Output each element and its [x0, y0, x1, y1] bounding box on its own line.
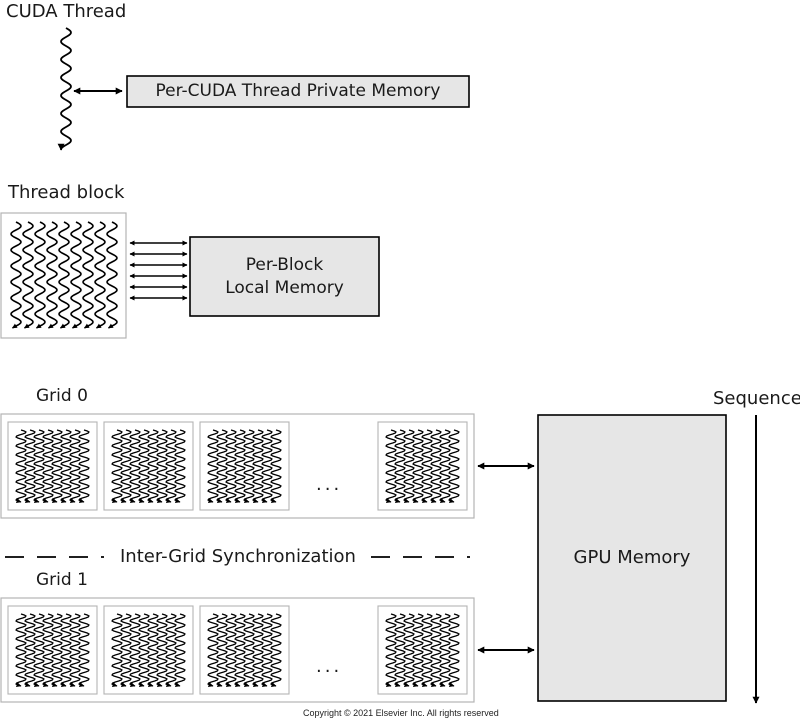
grid-thread-wave: [120, 429, 132, 504]
thread-wave: [57, 27, 72, 151]
block-thread-wave: [82, 221, 94, 329]
block-thread-wave: [10, 221, 22, 329]
grid-thread-wave: [403, 613, 415, 688]
block-thread-wave: [94, 221, 106, 329]
grid0-ellipsis: ...: [316, 474, 343, 495]
grid-thread-wave: [252, 429, 264, 504]
grid-thread-wave: [147, 613, 159, 688]
per-block-memory-box: [189, 236, 380, 317]
per-block-memory-line1: Per-Block: [245, 254, 324, 275]
grid-thread-wave: [111, 429, 123, 504]
grid-thread-wave: [174, 613, 186, 688]
grid-thread-wave: [261, 613, 273, 688]
grid0-blocks: [7, 421, 468, 511]
grid0-label: Grid 0: [36, 386, 88, 406]
grid-thread-wave: [111, 613, 123, 688]
gpu-memory-label: GPU Memory: [573, 546, 691, 568]
grid-thread-wave: [42, 613, 54, 688]
grid-thread-wave: [129, 613, 141, 688]
grid-thread-wave: [430, 429, 442, 504]
grid-thread-wave: [60, 429, 72, 504]
thread-block-title: Thread block: [8, 182, 125, 203]
block-thread-wave: [34, 221, 46, 329]
grid-thread-wave: [439, 429, 451, 504]
grid-thread-wave: [403, 429, 415, 504]
block-thread-wave: [70, 221, 82, 329]
grid-thread-wave: [394, 429, 406, 504]
grid-thread-wave: [270, 429, 282, 504]
grid-thread-wave: [261, 429, 273, 504]
sequence-label: Sequence: [713, 388, 800, 409]
block-thread-wave: [58, 221, 70, 329]
grid-thread-wave: [243, 613, 255, 688]
grid1-label: Grid 1: [36, 570, 88, 590]
grid-thread-wave: [165, 613, 177, 688]
per-block-memory-line2: Local Memory: [225, 277, 344, 298]
grid-thread-wave: [216, 429, 228, 504]
grid-thread-wave: [51, 613, 63, 688]
grid-thread-wave: [138, 613, 150, 688]
gpu-memory-box: [537, 414, 727, 702]
grid-thread-wave: [120, 613, 132, 688]
cuda-thread-title: CUDA Thread: [6, 1, 127, 22]
grid-thread-wave: [385, 429, 397, 504]
grid-thread-wave: [252, 613, 264, 688]
block-thread-wave: [46, 221, 58, 329]
grid1-ellipsis: ...: [316, 656, 343, 677]
per-thread-memory-box: [126, 75, 470, 108]
grid-thread-wave: [234, 613, 246, 688]
grid-thread-wave: [51, 429, 63, 504]
per-thread-memory-label: Per-CUDA Thread Private Memory: [155, 81, 441, 102]
grid-thread-wave: [234, 429, 246, 504]
grid-thread-wave: [69, 429, 81, 504]
grid-thread-wave: [412, 613, 424, 688]
grid-thread-wave: [225, 613, 237, 688]
grid-thread-wave: [156, 613, 168, 688]
grid-thread-wave: [430, 613, 442, 688]
grid-thread-wave: [24, 429, 36, 504]
grid-thread-wave: [448, 613, 460, 688]
grid-thread-wave: [78, 613, 90, 688]
grid-thread-wave: [15, 429, 27, 504]
grid-thread-wave: [165, 429, 177, 504]
grid-thread-wave: [33, 613, 45, 688]
copyright-notice: Copyright © 2021 Elsevier Inc. All right…: [303, 708, 499, 718]
grid-thread-wave: [225, 429, 237, 504]
block-thread-wave: [22, 221, 34, 329]
grid-thread-wave: [129, 429, 141, 504]
grid-thread-wave: [174, 429, 186, 504]
grid-thread-wave: [147, 429, 159, 504]
thread-block-squiggles-icon: [10, 221, 118, 329]
grid-thread-wave: [33, 429, 45, 504]
grid-thread-wave: [243, 429, 255, 504]
grid-thread-wave: [385, 613, 397, 688]
grid-thread-wave: [60, 613, 72, 688]
grid-thread-wave: [15, 613, 27, 688]
per-block-memory-label: Per-Block Local Memory: [190, 237, 379, 316]
grid-thread-wave: [439, 613, 451, 688]
grid-thread-wave: [421, 429, 433, 504]
grid-thread-wave: [69, 613, 81, 688]
grid-thread-wave: [207, 613, 219, 688]
grid-thread-wave: [394, 613, 406, 688]
grid-thread-wave: [42, 429, 54, 504]
grid-thread-wave: [216, 613, 228, 688]
grid-thread-wave: [412, 429, 424, 504]
grid-thread-wave: [78, 429, 90, 504]
grid1-blocks: [7, 605, 468, 695]
grid-thread-wave: [156, 429, 168, 504]
block-thread-wave: [106, 221, 118, 329]
grid-thread-wave: [421, 613, 433, 688]
block-memory-arrows: [129, 240, 188, 301]
grid-thread-wave: [24, 613, 36, 688]
grid-thread-wave: [207, 429, 219, 504]
cuda-thread-squiggle-icon: [57, 27, 72, 151]
inter-grid-sync-label: Inter-Grid Synchronization: [120, 546, 356, 567]
grid-thread-wave: [138, 429, 150, 504]
grid-thread-wave: [448, 429, 460, 504]
grid-thread-wave: [270, 613, 282, 688]
